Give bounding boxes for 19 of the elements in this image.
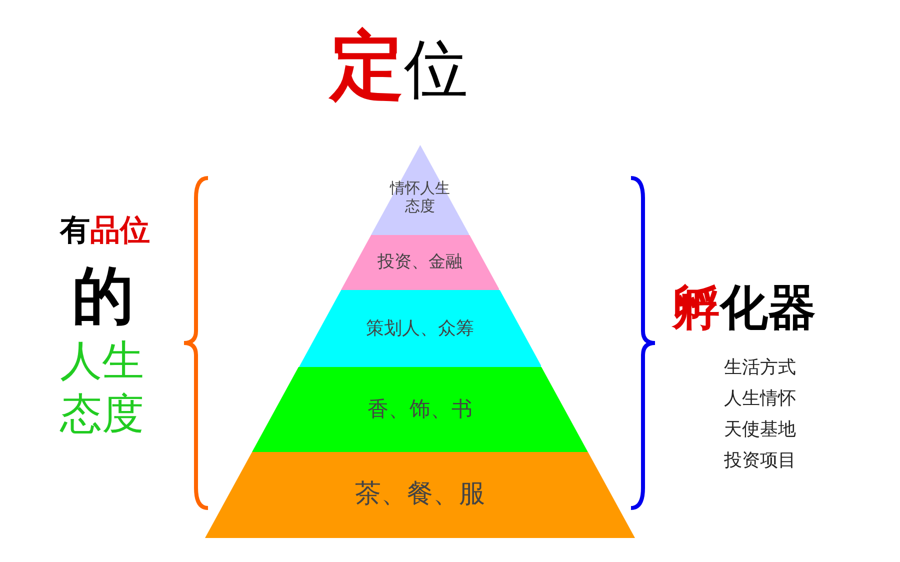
pyramid-layer [340, 235, 500, 290]
layer-label: 茶、餐、服 [355, 479, 485, 511]
pyramid-layer [205, 452, 635, 538]
side-label: 人生态度 [60, 335, 145, 440]
side-label: 有品位 [60, 212, 150, 250]
diagram-title: 定位 [330, 22, 468, 111]
list-item: 投资项目 [724, 449, 796, 472]
layer-label: 情怀人生态度 [388, 179, 451, 215]
list-item: 天使基地 [724, 418, 796, 441]
layer-label: 投资、金融 [377, 252, 462, 273]
pyramid-layer [370, 145, 470, 235]
side-label: 的 [72, 262, 134, 330]
layer-label: 香、饰、书 [367, 396, 472, 422]
pyramid-layer [298, 290, 542, 367]
list-item: 生活方式 [724, 356, 796, 379]
pyramid-layer [252, 367, 588, 452]
side-label: 孵化器 [672, 279, 816, 338]
layer-label: 策划人、众筹 [366, 318, 474, 340]
list-item: 人生情怀 [724, 387, 796, 410]
